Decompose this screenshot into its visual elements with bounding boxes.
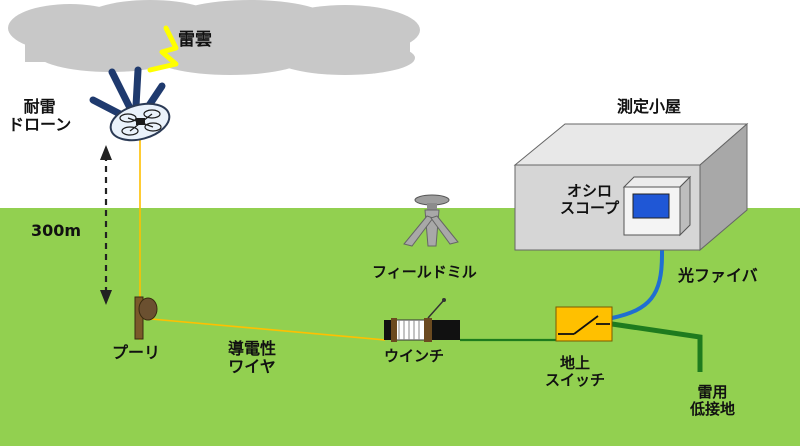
- lightning-bolt-icon: [147, 25, 179, 73]
- ground-label-line2: 低接地: [690, 400, 736, 419]
- thundercloud-label: 雷雲: [178, 30, 212, 50]
- drone-label-line1: 耐雷: [23, 97, 56, 116]
- oscilloscope-label: オシロ スコープ: [560, 182, 620, 218]
- wire-label-line1: 導電性: [228, 339, 277, 358]
- switch-label-line2: スイッチ: [545, 371, 606, 390]
- oscilloscope-label-line2: スコープ: [560, 199, 620, 218]
- wire-label: 導電性 ワイヤ: [228, 339, 277, 377]
- ground-wire: [611, 321, 703, 372]
- pulley-label: プーリ: [112, 343, 161, 362]
- ground-label-line1: 雷用: [697, 383, 728, 401]
- oscilloscope-label-line1: オシロ: [567, 182, 613, 200]
- fiber-label: 光ファイバ: [678, 266, 758, 285]
- ground-switch-icon: [555, 306, 613, 342]
- field-mill-icon: [403, 194, 459, 247]
- measurement-hut: [513, 122, 749, 252]
- hut-label: 測定小屋: [617, 97, 682, 116]
- switch-label: 地上 スイッチ: [545, 354, 606, 390]
- field-mill-label: フィールドミル: [372, 263, 477, 281]
- oscilloscope-icon: [622, 175, 692, 237]
- wire-label-line2: ワイヤ: [228, 357, 276, 377]
- optical-fiber: [611, 240, 664, 320]
- distance-arrow: [100, 145, 112, 305]
- thundercloud-shape: [8, 0, 420, 75]
- drone-icon: [89, 66, 171, 142]
- ground-label: 雷用 低接地: [690, 383, 736, 419]
- drone-label: 耐雷 ドローン: [8, 97, 72, 135]
- winch-label: ウインチ: [384, 347, 445, 365]
- switch-label-line1: 地上: [560, 354, 591, 372]
- pulley-icon: [134, 296, 158, 340]
- winch-icon: [384, 298, 460, 342]
- distance-label: 300m: [31, 221, 82, 240]
- drone-label-line2: ドローン: [8, 115, 72, 135]
